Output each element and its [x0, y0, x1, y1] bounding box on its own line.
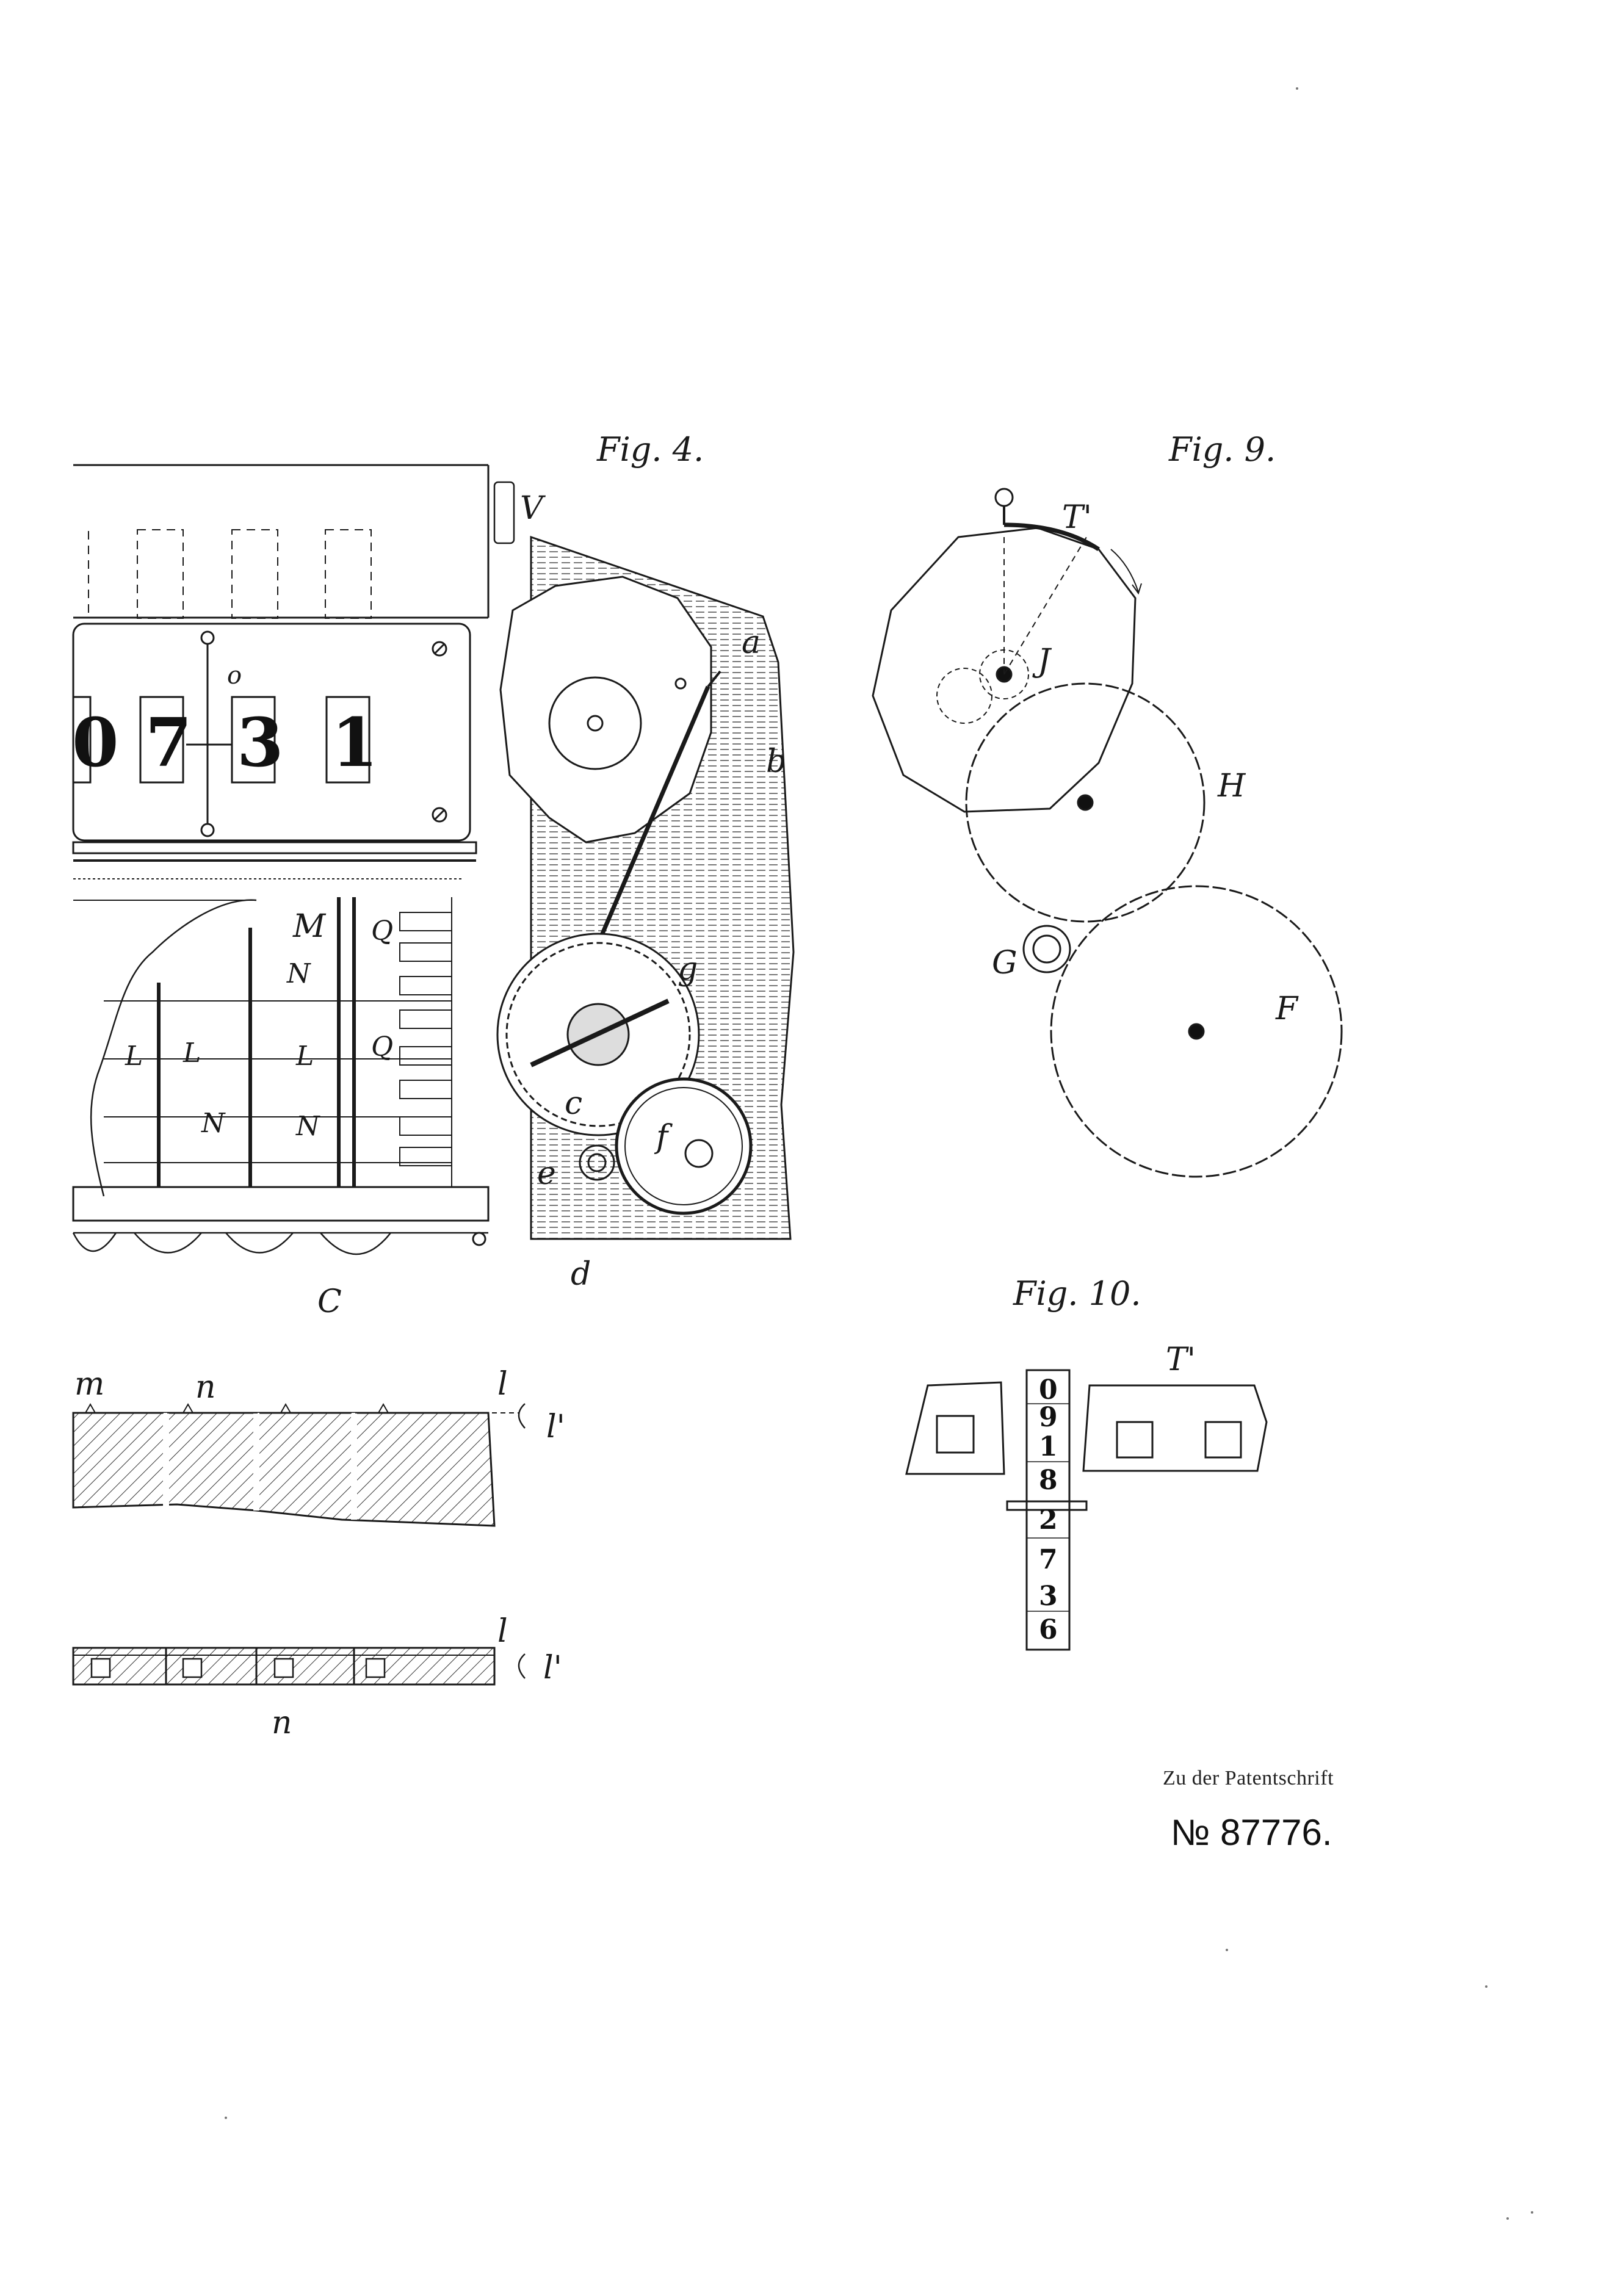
label-c: c: [565, 1085, 582, 1122]
label-L-2: L: [183, 1038, 201, 1069]
label-T1-fig10: T': [1166, 1341, 1196, 1378]
patent-number: № 87776.: [1171, 1812, 1332, 1853]
patent-caption: Zu der Patentschrift: [1163, 1767, 1334, 1789]
label-N-2: N: [201, 1108, 226, 1139]
strip-digit-2: 9: [1039, 1402, 1058, 1433]
label-l-fig6: l: [497, 1613, 508, 1650]
fig4-title: Fig. 4.: [596, 430, 704, 469]
counter-digit-3: 3: [237, 703, 284, 782]
fig10-title: Fig. 10.: [1013, 1274, 1141, 1313]
label-g: g: [678, 951, 698, 987]
label-n-fig6: n: [272, 1705, 292, 1741]
figure-9: Fig. 9. T' J H G F: [872, 430, 1343, 1178]
strip-digit-6: 7: [1039, 1544, 1058, 1575]
fig9-title: Fig. 9.: [1168, 430, 1276, 469]
label-a: a: [742, 624, 761, 661]
strip-digit-8: 6: [1039, 1614, 1058, 1645]
label-Q-2: Q: [371, 1031, 393, 1063]
label-F: F: [1275, 991, 1299, 1027]
scan-speckles: [225, 87, 1533, 2220]
strip-digit-3: 1: [1039, 1431, 1058, 1462]
figure-5-section: m n l l': [72, 1366, 565, 1527]
figure-4: Fig. 4. 0 7 3 1: [72, 430, 795, 1320]
label-M: M: [292, 908, 327, 945]
counter-digit-1: 0: [72, 703, 119, 782]
figure-10: Fig. 10. 0 9 1 8 2 7 3 6 T': [905, 1274, 1268, 1651]
figure-6-section: l l' n: [72, 1613, 562, 1741]
label-N-3: N: [295, 1111, 320, 1142]
label-m: m: [74, 1366, 104, 1403]
label-l-fig5: l: [497, 1366, 508, 1403]
label-N-1: N: [286, 958, 311, 989]
label-n-fig5: n: [195, 1369, 216, 1406]
strip-digits: 0 9 1 8 2 7 3 6: [1039, 1374, 1058, 1645]
label-J: J: [1032, 643, 1052, 679]
label-b: b: [766, 743, 786, 780]
label-L-1: L: [125, 1041, 143, 1072]
label-l1-fig5: l': [546, 1409, 565, 1445]
label-d: d: [571, 1256, 591, 1293]
label-e: e: [537, 1155, 556, 1192]
strip-digit-7: 3: [1039, 1581, 1058, 1612]
label-l1-fig6: l': [543, 1650, 562, 1686]
strip-digit-1: 0: [1039, 1374, 1058, 1406]
label-o: o: [227, 662, 242, 690]
label-T1-fig9: T': [1062, 499, 1092, 536]
strip-digit-4: 8: [1039, 1465, 1058, 1496]
label-C: C: [317, 1283, 342, 1320]
label-H: H: [1217, 768, 1246, 804]
label-L-3: L: [295, 1041, 314, 1072]
counter-digit-4: 1: [331, 703, 378, 782]
label-Q-1: Q: [371, 915, 393, 947]
counter-digit-2: 7: [145, 703, 192, 782]
label-V: V: [520, 490, 546, 527]
strip-digit-5: 2: [1039, 1504, 1058, 1536]
label-G: G: [992, 945, 1018, 981]
